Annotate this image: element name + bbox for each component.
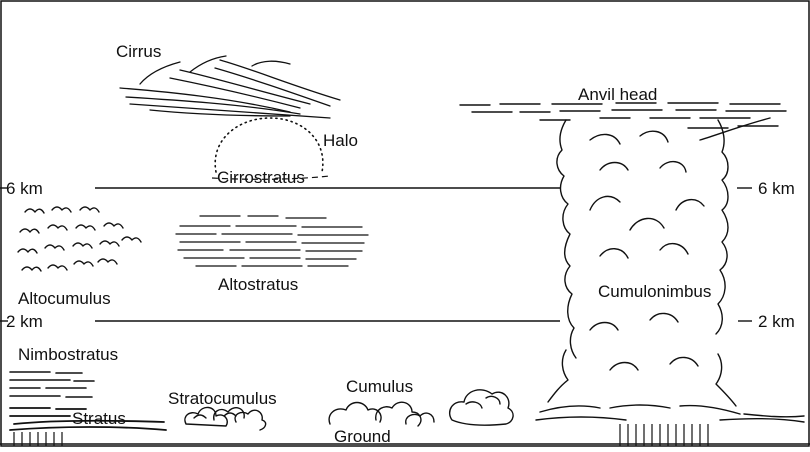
label-ground: Ground xyxy=(334,427,391,446)
label-altitude-6km-left: 6 km xyxy=(6,179,43,198)
label-altitude-6km-right: 6 km xyxy=(758,179,795,198)
label-nimbostratus: Nimbostratus xyxy=(18,345,118,364)
label-altocumulus: Altocumulus xyxy=(18,289,111,308)
cirrus-cloud xyxy=(120,56,340,118)
label-cumulonimbus: Cumulonimbus xyxy=(598,282,711,301)
halo-arc xyxy=(215,118,323,172)
label-stratus: Stratus xyxy=(72,409,126,428)
altostratus-cloud xyxy=(176,216,368,266)
label-altitude-2km-left: 2 km xyxy=(6,312,43,331)
label-cirrus: Cirrus xyxy=(116,42,161,61)
nimbostratus-cloud xyxy=(10,372,94,397)
label-altostratus: Altostratus xyxy=(218,275,298,294)
label-cirrostratus: Cirrostratus xyxy=(217,168,305,187)
label-cumulus: Cumulus xyxy=(346,377,413,396)
label-anvil-head: Anvil head xyxy=(578,85,657,104)
precipitation-shaft xyxy=(620,424,708,446)
stratocumulus-cloud xyxy=(185,407,266,430)
cumulonimbus-cloud xyxy=(460,103,804,422)
label-halo: Halo xyxy=(323,131,358,150)
altocumulus-cloud xyxy=(18,207,141,271)
label-stratocumulus: Stratocumulus xyxy=(168,389,277,408)
label-altitude-2km-right: 2 km xyxy=(758,312,795,331)
